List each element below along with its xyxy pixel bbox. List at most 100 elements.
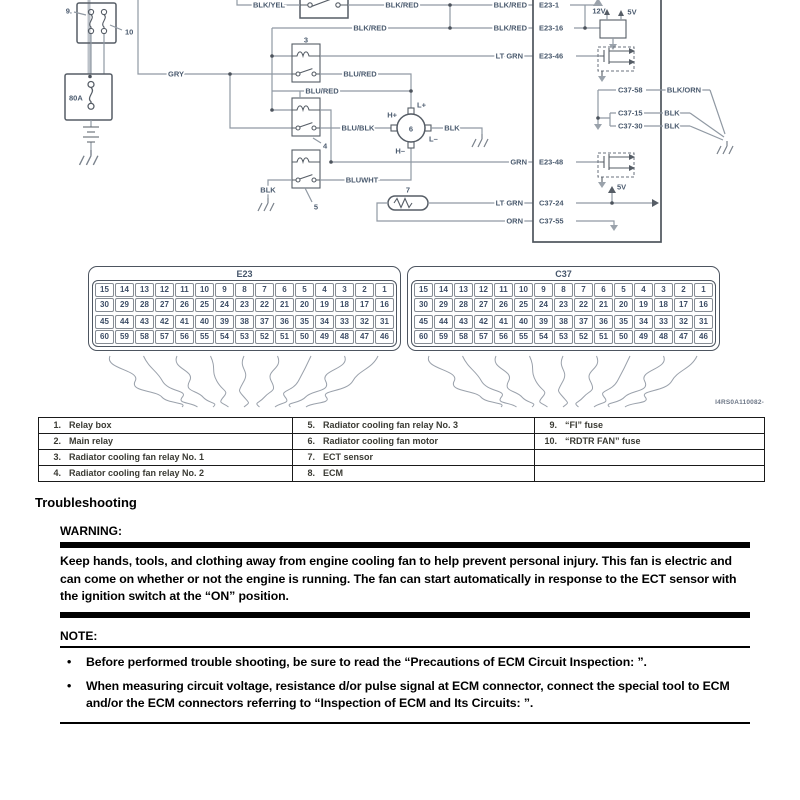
note-rule [60, 645, 750, 648]
legend-number: 7. [307, 452, 315, 462]
pin-cell: 37 [255, 315, 274, 329]
fan-relay-3 [291, 149, 321, 189]
legend-cell: 2.Main relay [39, 434, 293, 449]
pin-cell: 26 [494, 298, 513, 312]
motor-terminal-label: L+ [417, 101, 427, 110]
pin-cell: 14 [115, 283, 134, 297]
pin-cell: 5 [614, 283, 633, 297]
legend-row: 4.Radiator cooling fan relay No. 2 8. ECM [39, 465, 764, 481]
legend-number: 8. [307, 468, 315, 478]
connector-wire [607, 355, 665, 408]
legend-number: 5. [307, 420, 315, 430]
section-end-rule [60, 721, 750, 724]
main-relay-box [299, 0, 349, 19]
connector-wire [305, 355, 379, 408]
legend-cell: 10.“RDTR FAN” fuse [535, 434, 764, 449]
callout-number: 9. [66, 7, 72, 16]
pin-cell: 11 [494, 283, 513, 297]
legend-cell: 9.“FI” fuse [535, 418, 764, 433]
pin-cell: 57 [474, 330, 493, 344]
connector-wire [624, 355, 698, 408]
supply-arrow-icon [593, 0, 603, 6]
legend-cell: 7.ECT sensor [293, 450, 535, 465]
note-item: • Before performed trouble shooting, be … [60, 654, 750, 672]
legend-label: ECM [323, 468, 343, 478]
pin-cell: 23 [554, 298, 573, 312]
wire-label: LT GRN [496, 52, 523, 61]
pin-cell: 39 [215, 315, 234, 329]
wire-label: LT GRN [496, 199, 523, 208]
pin-cell: 19 [634, 298, 653, 312]
pin-cell: 39 [534, 315, 553, 329]
pin-cell: 2 [674, 283, 693, 297]
connector-wire [210, 355, 229, 408]
pin-cell: 59 [434, 330, 453, 344]
pin-cell: 22 [574, 298, 593, 312]
bullet-icon: • [67, 655, 72, 669]
connector-wire [427, 355, 503, 408]
pin-cell: 56 [494, 330, 513, 344]
connector-wire [239, 355, 249, 408]
pin-cell: 4 [634, 283, 653, 297]
wire-bundle [108, 355, 698, 408]
pin-cell: 19 [315, 298, 334, 312]
callout-number: 3 [304, 36, 308, 45]
troubleshooting-section: Troubleshooting WARNING: Keep hands, too… [35, 495, 766, 724]
pin-cell: 29 [434, 298, 453, 312]
pin-cell: 20 [295, 298, 314, 312]
pin-cell: 20 [614, 298, 633, 312]
bullet-icon: • [67, 678, 72, 693]
pin-cell: 8 [235, 283, 254, 297]
connector-wire [494, 355, 535, 408]
pin-cell: 30 [95, 298, 114, 312]
wire-label: BLK/RED [353, 24, 387, 33]
pin-cell: 41 [175, 315, 194, 329]
pin-cell: 54 [215, 330, 234, 344]
connector-wire [288, 355, 346, 408]
wire-label: BLK/YEL [253, 1, 286, 10]
pin-cell: 15 [95, 283, 114, 297]
pin-cell: 25 [514, 298, 533, 312]
legend-number: 6. [307, 436, 315, 446]
pin-cell: 1 [694, 283, 713, 297]
wire-label: BLU/RED [343, 70, 377, 79]
pin-label: E23-48 [539, 158, 563, 167]
connector-title: C37 [555, 269, 572, 279]
connector-wire [462, 355, 517, 408]
connector-wire [175, 355, 216, 408]
regulator-box [599, 19, 627, 39]
pin-cell: 51 [594, 330, 613, 344]
warning-label: WARNING: [60, 524, 122, 538]
pin-cell: 28 [135, 298, 154, 312]
pin-cell: 17 [355, 298, 374, 312]
legend-label: Radiator cooling fan relay No. 1 [69, 452, 205, 462]
motor-terminal-label: H+ [387, 111, 397, 120]
callout-number: 5 [314, 203, 318, 212]
pin-cell: 45 [95, 315, 114, 329]
pin-cell: 27 [155, 298, 174, 312]
pin-cell: 60 [414, 330, 433, 344]
wire-label: BLK/ORN [667, 86, 701, 95]
legend-cell: 5.Radiator cooling fan relay No. 3 [293, 418, 535, 433]
pin-cell: 43 [454, 315, 473, 329]
pin-cell: 12 [474, 283, 493, 297]
legend-number: 2. [53, 436, 61, 446]
pin-cell: 28 [454, 298, 473, 312]
pin-cell: 11 [175, 283, 194, 297]
wire-label: GRN [510, 158, 527, 167]
callout-number: 10 [125, 28, 133, 37]
legend-cell: 4.Radiator cooling fan relay No. 2 [39, 466, 293, 481]
pin-cell: 58 [135, 330, 154, 344]
legend-cell: 1.Relay box [39, 418, 293, 433]
pin-cell: 52 [574, 330, 593, 344]
legend-label: “FI” fuse [565, 420, 604, 430]
wire-label: ORN [506, 217, 523, 226]
pin-cell: 7 [574, 283, 593, 297]
pin-cell: 32 [355, 315, 374, 329]
pin-cell: 18 [335, 298, 354, 312]
